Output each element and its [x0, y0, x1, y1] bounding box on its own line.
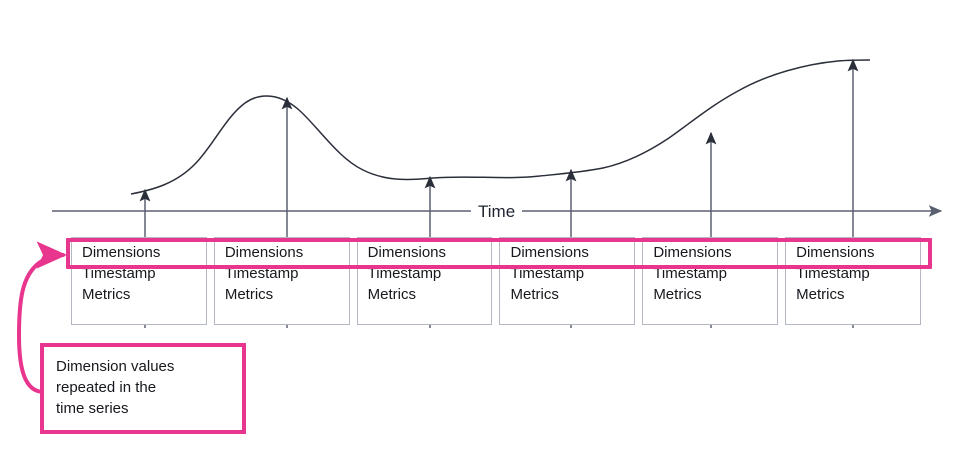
record-field-metrics: Metrics: [653, 286, 702, 303]
record-box[interactable]: Dimensions Timestamp Metrics: [213, 237, 350, 325]
record-field-timestamp: Timestamp: [653, 265, 727, 282]
annotation-line: repeated in the: [56, 379, 157, 396]
record-field-dimensions: Dimensions: [510, 244, 589, 261]
record-field-metrics: Metrics: [510, 286, 559, 303]
record-field-dimensions: Dimensions: [367, 244, 447, 261]
time-axis-label: Time: [471, 203, 523, 220]
time-series-curve: [130, 59, 871, 195]
record-field-dimensions: Dimensions: [796, 244, 875, 261]
record-field-timestamp: Timestamp: [367, 265, 442, 282]
record-field-metrics: Metrics: [796, 286, 845, 303]
record-field-metrics: Metrics: [82, 286, 131, 303]
record-field-dimensions: Dimensions: [653, 244, 732, 261]
annotation-line: time series: [56, 400, 129, 417]
record-field-timestamp: Timestamp: [224, 265, 299, 282]
record-field-timestamp: Timestamp: [82, 265, 156, 282]
record-field-dimensions: Dimensions: [82, 244, 161, 261]
record-field-metrics: Metrics: [367, 286, 416, 303]
record-field-timestamp: Timestamp: [510, 265, 585, 282]
record-box[interactable]: Dimensions Timestamp Metrics: [356, 237, 493, 325]
record-box-row: Dimensions Timestamp Metrics Dimensions …: [71, 237, 921, 325]
record-box[interactable]: Dimensions Timestamp Metrics: [499, 237, 636, 325]
record-field-dimensions: Dimensions: [224, 244, 304, 261]
dimensions-row-highlight: [66, 238, 932, 269]
record-box[interactable]: Dimensions Timestamp Metrics: [642, 237, 779, 325]
annotation-callout-box: Dimension values repeated in the time se…: [40, 343, 246, 434]
record-field-metrics: Metrics: [224, 286, 274, 303]
record-box[interactable]: Dimensions Timestamp Metrics: [71, 237, 207, 325]
record-box[interactable]: Dimensions Timestamp Metrics: [785, 237, 921, 325]
annotation-line: Dimension values: [56, 358, 175, 375]
record-field-timestamp: Timestamp: [796, 265, 870, 282]
